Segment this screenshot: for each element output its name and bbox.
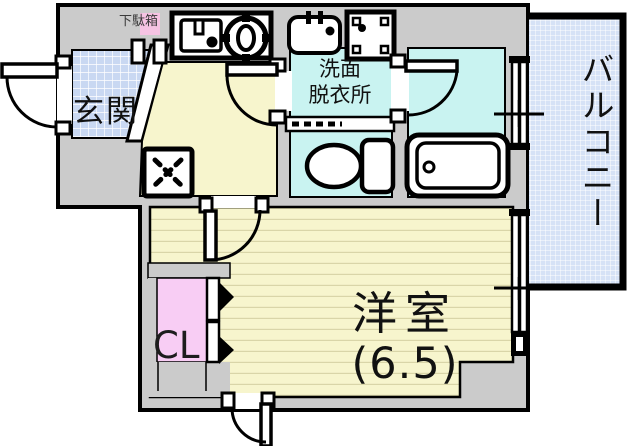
room-door-icon	[203, 209, 262, 262]
room-opening	[211, 196, 256, 208]
closet-label: CL	[153, 324, 200, 367]
room-window-icon	[494, 209, 544, 356]
closet-wall-top	[147, 262, 231, 279]
balcony-label: バルコニー	[575, 52, 615, 232]
shoe-cabinet	[140, 13, 160, 35]
washroom-door-icon	[225, 62, 279, 127]
washroom-opening	[275, 71, 292, 111]
toilet-icon	[304, 137, 396, 195]
closet-wall-lines	[157, 362, 207, 391]
washroom-label-line2: 脱衣所	[308, 83, 372, 107]
toilet-partition	[284, 115, 396, 133]
bath-door-icon	[404, 59, 459, 117]
closet-wall-bottom	[148, 362, 230, 397]
closet-wall-left	[148, 278, 157, 362]
balcony-floor	[529, 19, 623, 286]
kitchen-sink-icon	[179, 18, 223, 53]
kitchen-counter	[169, 10, 274, 63]
bottom-door-icon	[230, 402, 273, 446]
bath-window-icon	[494, 56, 544, 150]
genkan-label: 玄関	[73, 94, 139, 130]
balcony-railing	[529, 12, 627, 291]
shoe-cabinet-label: 下駄箱	[119, 14, 159, 29]
western-room-size-label: (6.5)	[351, 339, 459, 389]
entrance-door-icon	[0, 62, 59, 129]
single-burner-stove-icon	[221, 13, 271, 63]
wash-basin-icon	[287, 11, 342, 55]
washroom-label: 洗面 脱衣所	[286, 56, 394, 108]
washroom-label-line1: 洗面	[319, 57, 361, 81]
washing-machine-icon	[344, 9, 397, 62]
western-room-label: 洋室	[351, 287, 458, 340]
entrance-opening	[57, 66, 72, 124]
crossed-box-icon	[141, 146, 195, 199]
bath-opening	[391, 67, 409, 111]
bottom-opening	[233, 393, 262, 409]
bathtub-icon	[404, 132, 511, 199]
bifold-door-icon	[205, 276, 234, 364]
